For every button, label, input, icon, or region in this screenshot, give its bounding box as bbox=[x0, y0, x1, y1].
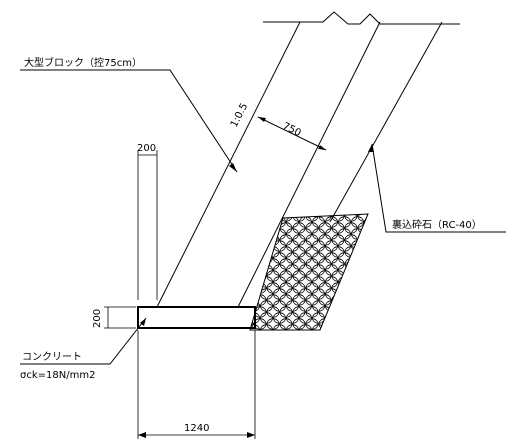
backfill-label: 裏込砕石（RC-40） bbox=[392, 218, 482, 231]
backfill-back-line bbox=[330, 22, 442, 222]
concrete-label: コンクリート bbox=[22, 351, 82, 363]
concrete-footing bbox=[138, 307, 255, 328]
block-leader-line bbox=[20, 70, 237, 172]
ground-line bbox=[263, 12, 460, 24]
gravel-backfill bbox=[250, 214, 368, 330]
block-label: 大型ブロック（控75cm） bbox=[24, 56, 142, 69]
height-dim-label: 200 bbox=[92, 309, 103, 328]
thickness-dim-label: 750 bbox=[281, 121, 303, 139]
block-back-face bbox=[238, 22, 380, 307]
thickness-dim-line bbox=[258, 117, 326, 150]
width-dim-label: 1240 bbox=[184, 423, 209, 434]
thickness-dim-arrow-left bbox=[258, 117, 266, 122]
thickness-dim-arrow-right bbox=[318, 145, 326, 150]
backfill-leader-line bbox=[372, 144, 506, 232]
concrete-leader-line bbox=[20, 318, 146, 364]
offset-dim-label: 200 bbox=[137, 143, 156, 154]
block-leader-arrow bbox=[229, 163, 237, 172]
backfill-leader-arrow bbox=[368, 144, 374, 152]
width-dim-arrow-left bbox=[138, 432, 146, 438]
width-dim-arrow-right bbox=[247, 432, 255, 438]
slope-label: 1:0.5 bbox=[229, 102, 250, 130]
concrete-strength-label: σck=18N/mm2 bbox=[20, 370, 95, 381]
block-front-face bbox=[157, 22, 300, 307]
concrete-leader-arrow bbox=[140, 318, 146, 326]
